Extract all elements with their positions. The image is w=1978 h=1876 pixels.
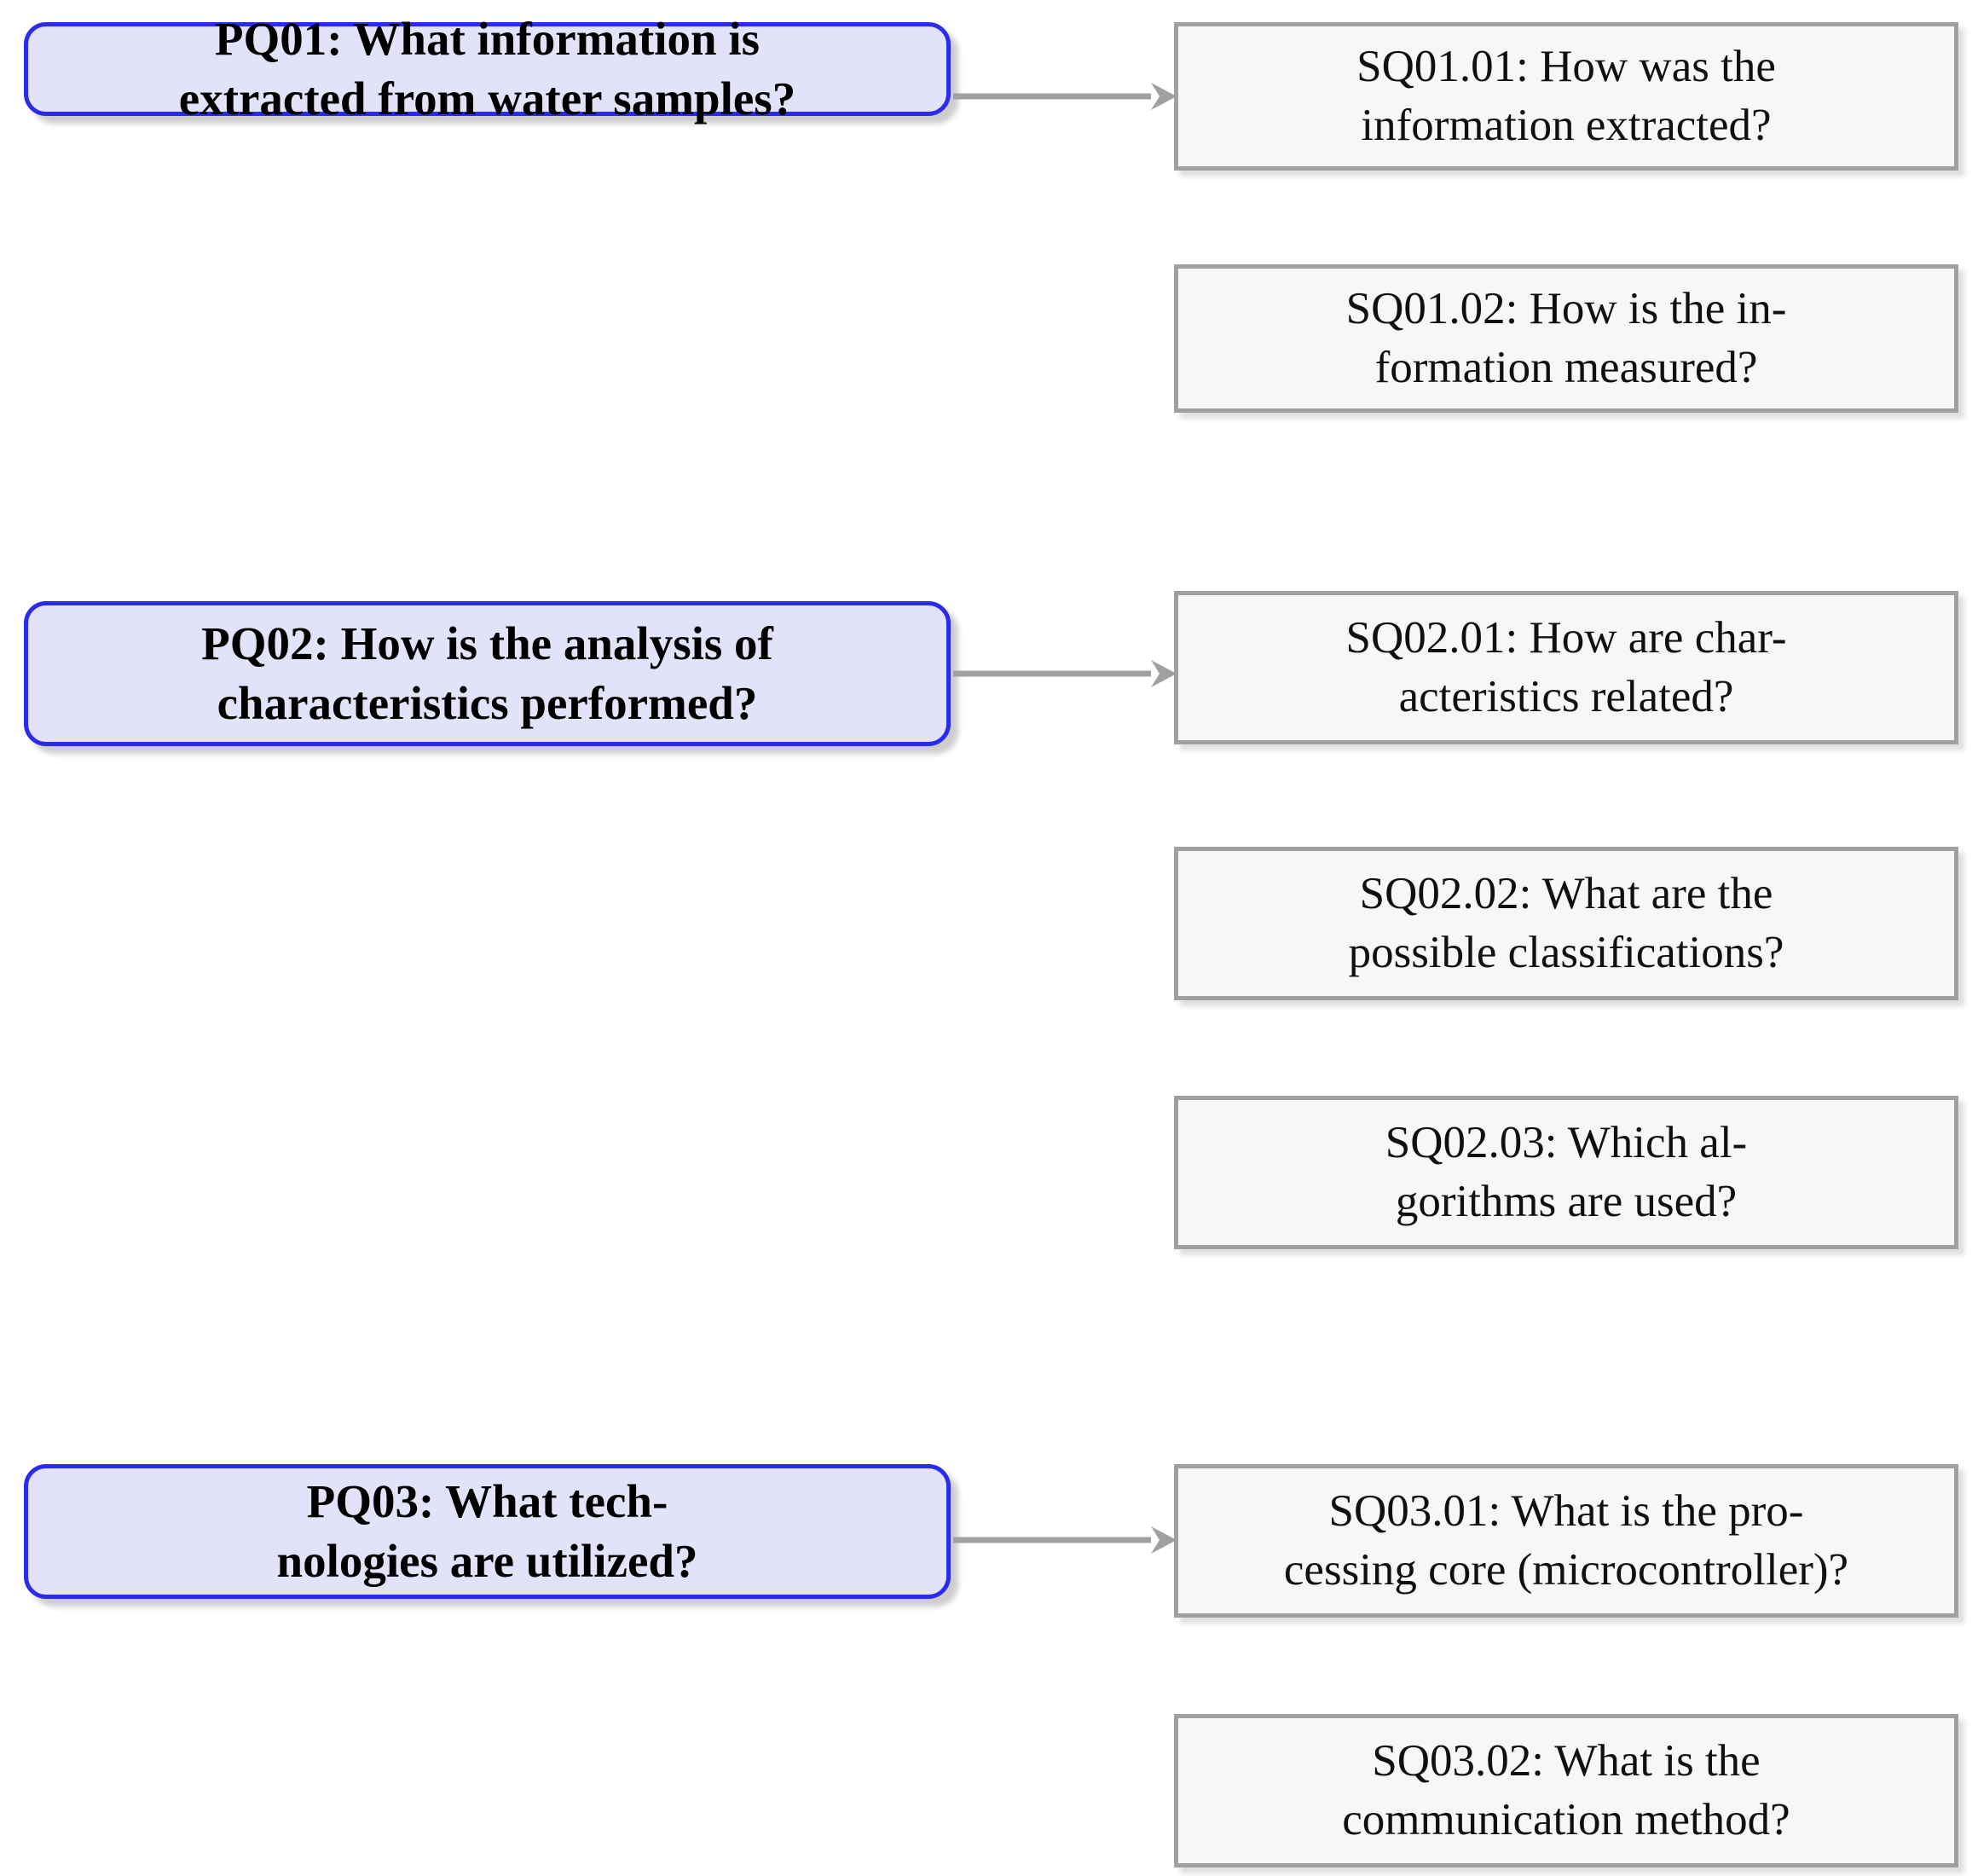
node-sq01-01-line2: information extracted? bbox=[1361, 101, 1772, 150]
node-sq02-03-line2: gorithms are used? bbox=[1395, 1177, 1738, 1226]
node-pq03-line1: PQ03: What tech- bbox=[306, 1474, 668, 1527]
node-sq03-01-line2: cessing core (microcontroller)? bbox=[1283, 1545, 1849, 1595]
node-pq02-line2: characteristics performed? bbox=[217, 677, 758, 729]
node-pq03-text: PQ03: What tech- nologies are utilized? bbox=[54, 1472, 921, 1592]
node-pq02-text: PQ02: How is the analysis of characteris… bbox=[54, 614, 921, 734]
node-sq02-03-text: SQ02.03: Which al- gorithms are used? bbox=[1197, 1114, 1935, 1231]
node-pq01-text: PQ01: What information is extracted from… bbox=[54, 9, 921, 130]
node-sq01-02-text: SQ01.02: How is the in- formation measur… bbox=[1197, 280, 1935, 397]
node-sq02-01-line2: acteristics related? bbox=[1398, 672, 1734, 721]
arrow-pq01-to-sq01-01 bbox=[953, 79, 1177, 113]
node-sq01-01[interactable]: SQ01.01: How was the information extract… bbox=[1174, 22, 1958, 171]
node-sq02-02-line1: SQ02.02: What are the bbox=[1359, 869, 1773, 919]
node-sq03-02-line1: SQ03.02: What is the bbox=[1372, 1736, 1761, 1786]
node-sq02-01-line1: SQ02.01: How are char- bbox=[1345, 613, 1787, 663]
node-sq01-01-text: SQ01.01: How was the information extract… bbox=[1197, 38, 1935, 155]
node-sq01-02-line1: SQ01.02: How is the in- bbox=[1345, 284, 1787, 334]
node-sq01-02-line2: formation measured? bbox=[1374, 343, 1758, 392]
node-sq02-02[interactable]: SQ02.02: What are the possible classific… bbox=[1174, 847, 1958, 1000]
arrow-pq02-to-sq02-01 bbox=[953, 657, 1177, 691]
node-sq01-02[interactable]: SQ01.02: How is the in- formation measur… bbox=[1174, 264, 1958, 413]
node-sq03-02-text: SQ03.02: What is the communication metho… bbox=[1197, 1732, 1935, 1850]
node-sq02-02-text: SQ02.02: What are the possible classific… bbox=[1197, 865, 1935, 982]
node-sq02-03[interactable]: SQ02.03: Which al- gorithms are used? bbox=[1174, 1096, 1958, 1249]
node-pq01[interactable]: PQ01: What information is extracted from… bbox=[24, 13, 951, 124]
node-pq02-line1: PQ02: How is the analysis of bbox=[201, 617, 773, 669]
node-pq01-line2: extracted from water samples? bbox=[178, 72, 796, 124]
node-pq02[interactable]: PQ02: How is the analysis of characteris… bbox=[24, 601, 951, 746]
node-sq03-02[interactable]: SQ03.02: What is the communication metho… bbox=[1174, 1714, 1958, 1867]
node-sq03-02-line2: communication method? bbox=[1342, 1795, 1790, 1844]
node-pq03-line2: nologies are utilized? bbox=[276, 1535, 698, 1587]
node-pq01-line1: PQ01: What information is bbox=[214, 12, 761, 65]
node-sq02-01[interactable]: SQ02.01: How are char- acteristics relat… bbox=[1174, 591, 1958, 744]
node-sq03-01[interactable]: SQ03.01: What is the pro- cessing core (… bbox=[1174, 1464, 1958, 1618]
node-pq03[interactable]: PQ03: What tech- nologies are utilized? bbox=[24, 1464, 951, 1599]
node-sq02-02-line2: possible classifications? bbox=[1348, 928, 1784, 977]
node-sq02-01-text: SQ02.01: How are char- acteristics relat… bbox=[1197, 609, 1935, 727]
node-sq03-01-line1: SQ03.01: What is the pro- bbox=[1328, 1486, 1804, 1537]
arrow-pq03-to-sq03-01 bbox=[953, 1523, 1177, 1557]
node-sq03-01-text: SQ03.01: What is the pro- cessing core (… bbox=[1197, 1482, 1935, 1600]
node-sq02-03-line1: SQ02.03: Which al- bbox=[1385, 1118, 1748, 1168]
node-sq01-01-line1: SQ01.01: How was the bbox=[1356, 42, 1776, 92]
